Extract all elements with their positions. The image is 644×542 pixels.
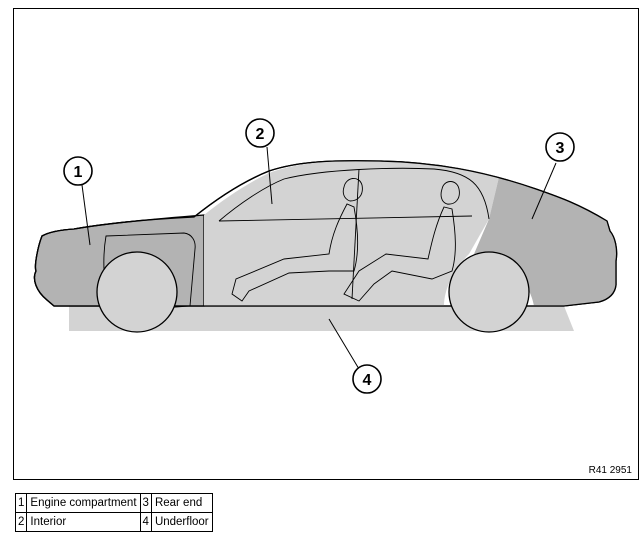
legend-label: Engine compartment (26, 493, 141, 513)
callout-1-label: 1 (74, 164, 83, 181)
b-pillar (351, 168, 360, 300)
car-zones-diagram: 1 2 3 4 (33, 118, 618, 394)
legend-number: 4 (139, 512, 152, 532)
figure-frame: 1 2 3 4 R41 2951 (13, 8, 639, 480)
legend-number: 3 (139, 493, 152, 513)
legend-label: Interior (26, 512, 141, 532)
legend-number: 2 (14, 512, 28, 532)
driver-figure (231, 178, 363, 302)
passenger-figure (343, 181, 460, 302)
legend-number: 1 (14, 493, 28, 513)
legend-label: Underfloor (150, 512, 213, 532)
legend-table: 1 Engine compartment 3 Rear end 2 Interi… (14, 493, 213, 532)
legend-row: 2 Interior 4 Underfloor (14, 512, 213, 532)
leader-line-4 (328, 318, 360, 370)
beltline (218, 215, 473, 222)
front-wheel (96, 251, 178, 333)
underfloor-zone (69, 306, 574, 331)
rear-end-zone (474, 177, 617, 306)
callout-2-label: 2 (256, 126, 265, 143)
window-outline (218, 167, 490, 222)
legend-label: Rear end (150, 493, 213, 513)
callout-4-label: 4 (363, 372, 372, 389)
callout-3-label: 3 (556, 140, 565, 157)
car-body-edge (33, 160, 618, 307)
callout-3: 3 (545, 132, 575, 162)
leader-line-1 (81, 184, 91, 246)
callout-2: 2 (245, 118, 275, 148)
figure-reference: R41 2951 (588, 465, 632, 476)
legend-row: 1 Engine compartment 3 Rear end (14, 493, 213, 513)
callout-4: 4 (352, 364, 382, 394)
leader-line-2 (266, 146, 273, 205)
rear-wheel (448, 251, 530, 333)
interior-zone (204, 160, 499, 306)
leader-line-3 (531, 162, 557, 220)
callout-1: 1 (63, 156, 93, 186)
